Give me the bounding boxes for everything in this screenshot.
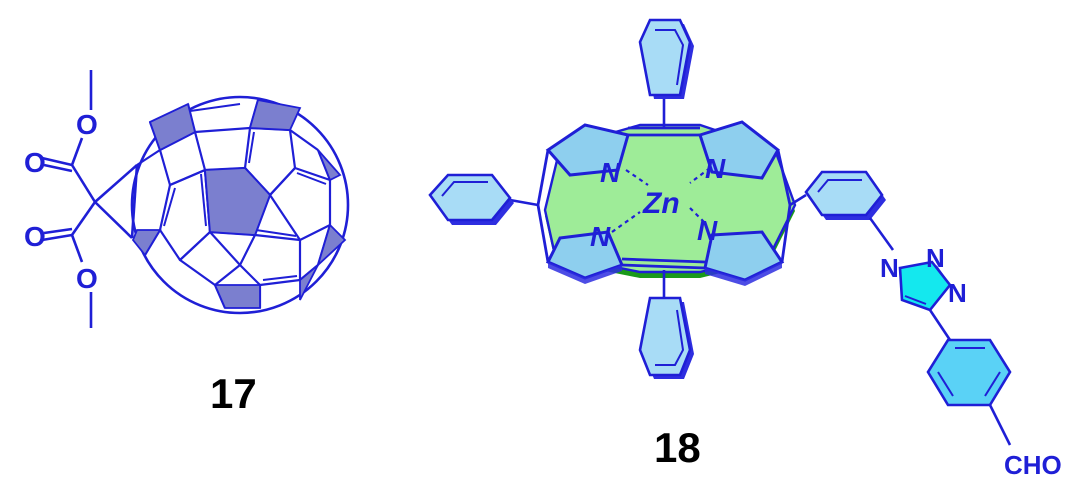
ether-oxygen-bottom: O xyxy=(76,263,98,294)
triazole-nitrogen-2: N xyxy=(926,243,945,273)
phenyl-right xyxy=(789,170,895,251)
phenyl-bottom xyxy=(638,270,694,379)
carbonyl-oxygen-top: O xyxy=(24,147,46,178)
porphyrin-nitrogen-1: N xyxy=(600,157,621,188)
benzaldehyde-ring xyxy=(926,309,1012,446)
ether-oxygen-top: O xyxy=(76,109,98,140)
aldehyde-group: CHO xyxy=(1004,450,1062,480)
triazole-nitrogen-1: N xyxy=(880,253,899,283)
compound-number-18: 18 xyxy=(654,424,701,471)
ester-top xyxy=(41,70,97,203)
phenyl-left xyxy=(428,173,539,225)
compound-number-17: 17 xyxy=(210,370,257,417)
porphyrin-nitrogen-2: N xyxy=(705,153,726,184)
zinc-atom: Zn xyxy=(642,187,680,220)
fullerene-shaded-faces xyxy=(131,98,347,309)
meso-bridges xyxy=(536,126,792,270)
cyclopropane-ring xyxy=(94,164,139,239)
phenyl-top xyxy=(638,18,694,128)
pyrrole-top-right xyxy=(698,120,780,180)
compound-18: N N N N Zn xyxy=(428,18,1062,480)
triazole-nitrogen-3: N xyxy=(948,278,967,308)
porphyrin-nitrogen-4: N xyxy=(697,215,718,246)
fullerene-double-bonds xyxy=(163,103,327,281)
triazole-ring xyxy=(898,260,952,312)
fullerene-cage xyxy=(130,95,350,315)
ester-bottom xyxy=(41,201,97,328)
porphyrin-nitrogen-3: N xyxy=(590,221,611,252)
zn-coordination-bonds xyxy=(611,167,711,233)
compound-17: O O O O 17 xyxy=(24,70,350,417)
pyrrole-top-left xyxy=(545,123,630,177)
carbonyl-oxygen-bottom: O xyxy=(24,221,46,252)
pyrrole-shadow xyxy=(548,262,782,286)
